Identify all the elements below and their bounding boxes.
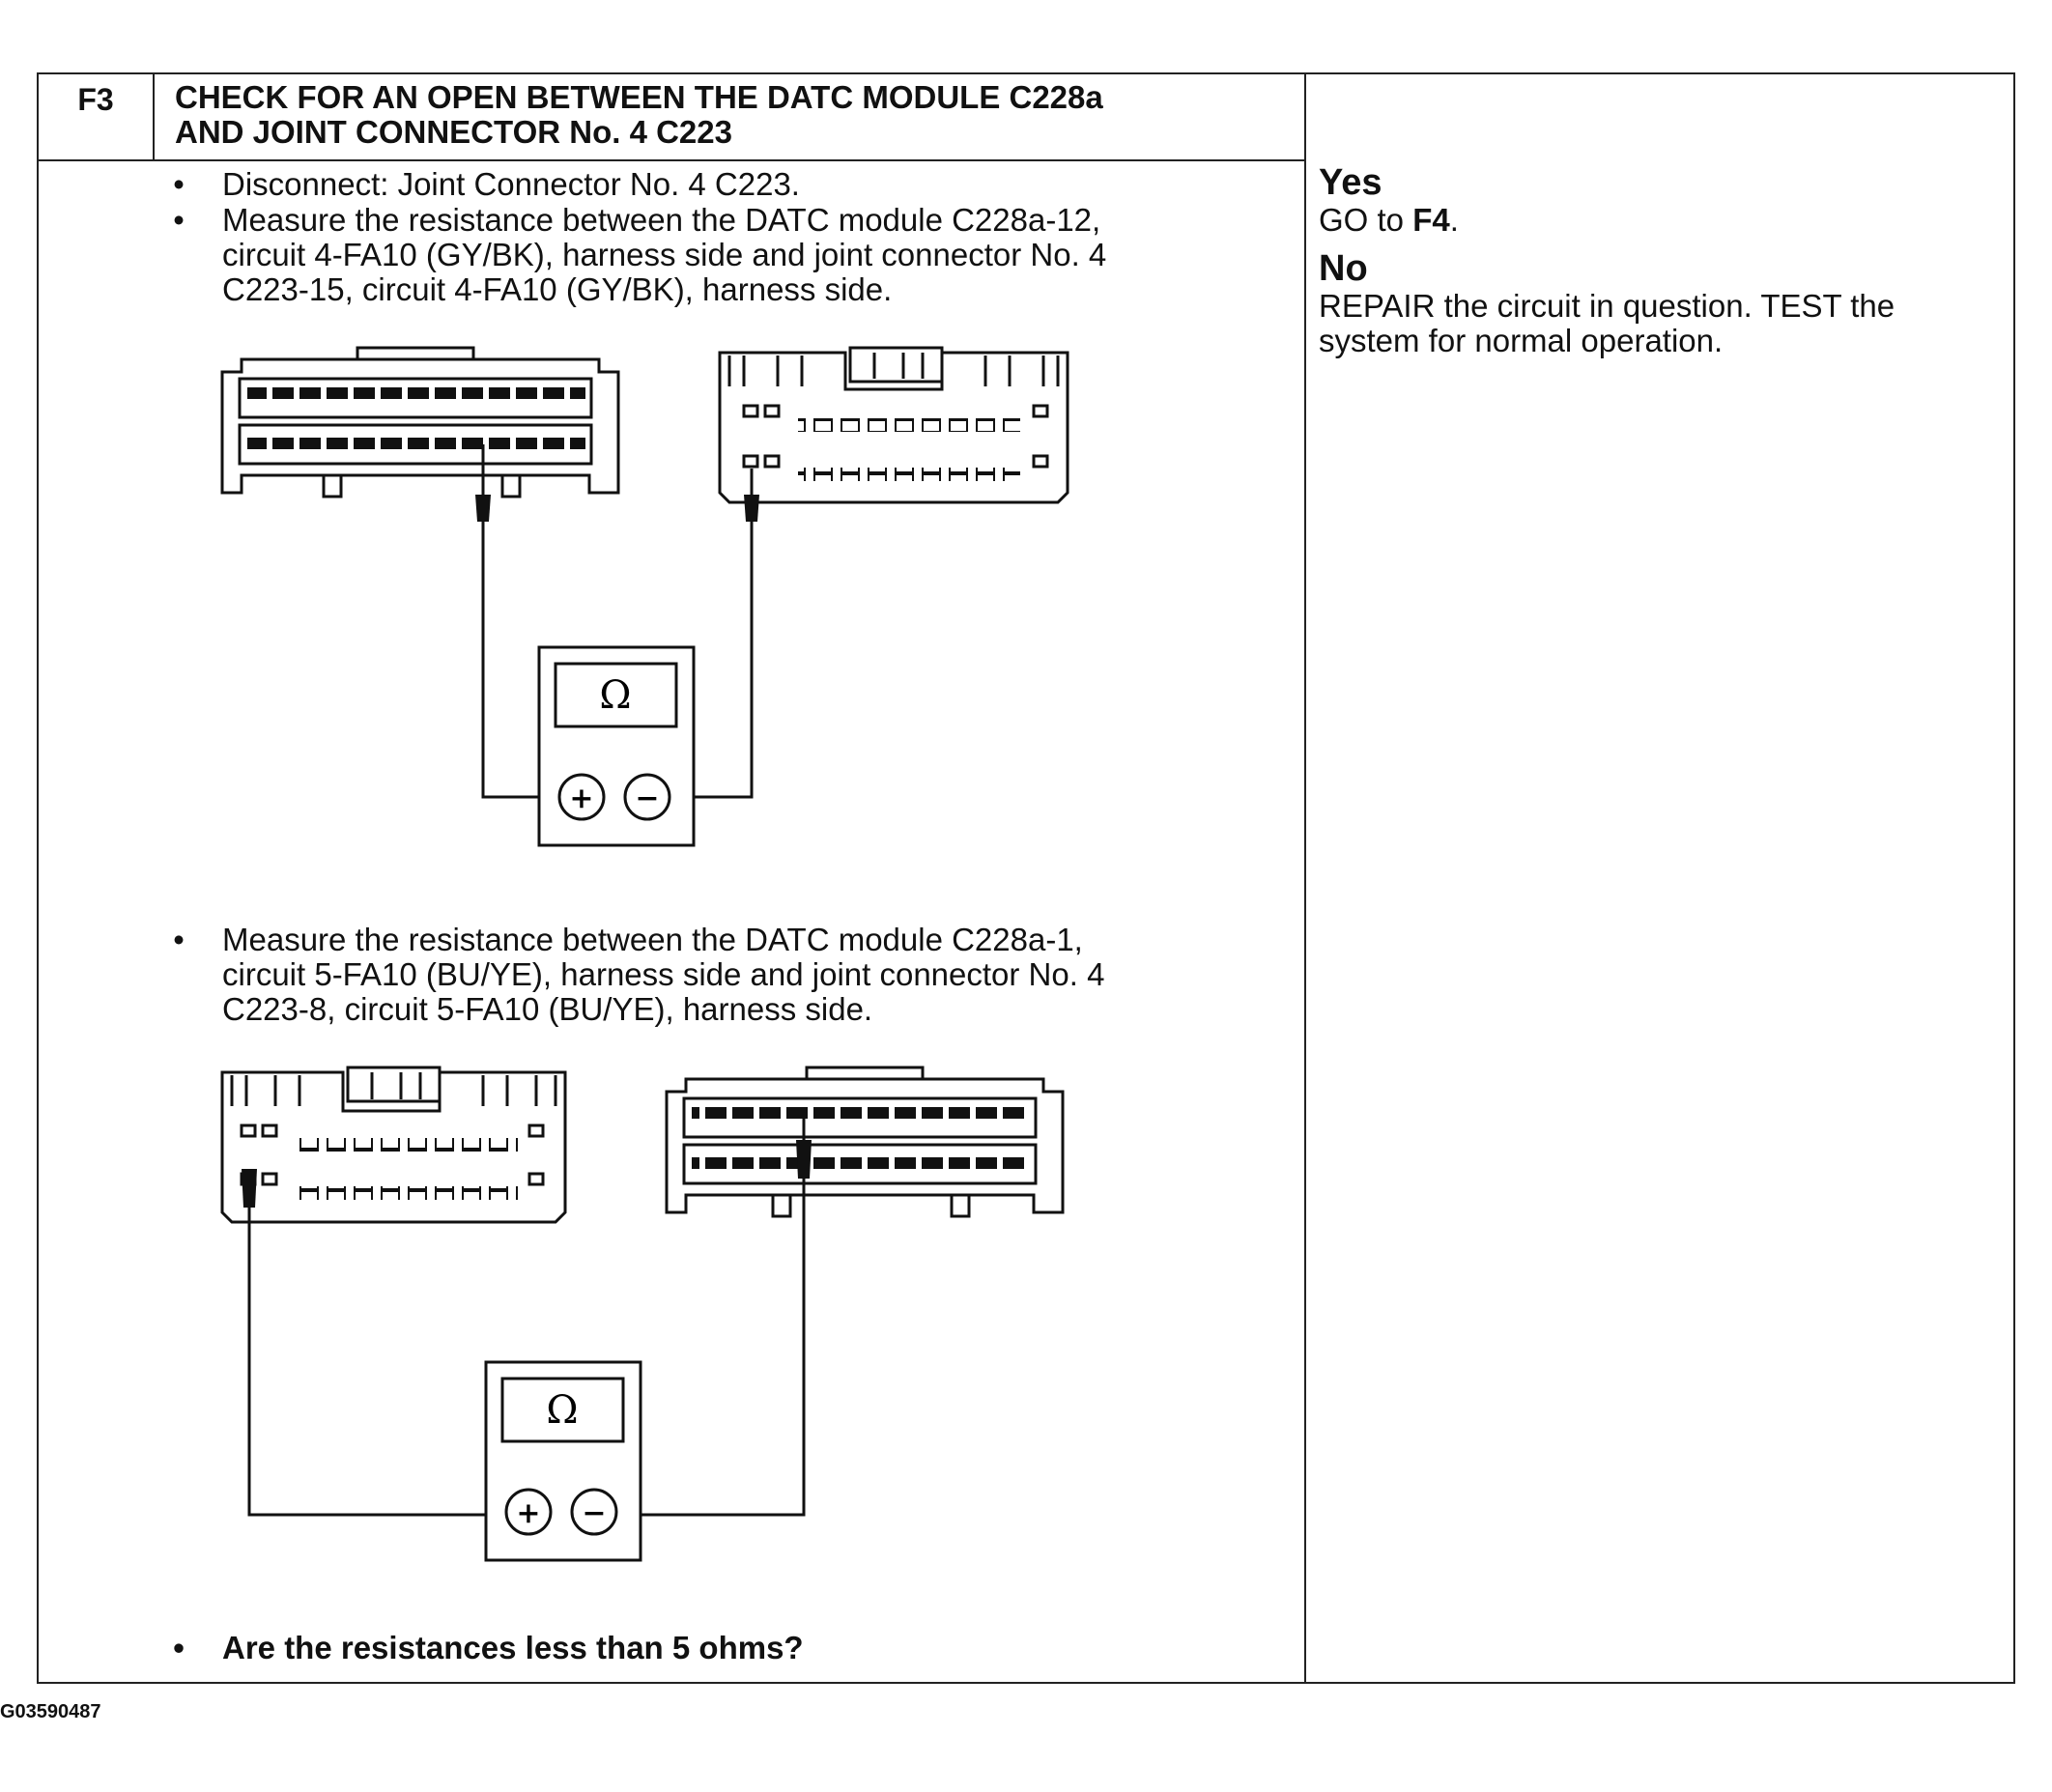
question-text: Are the resistances less than 5 ohms? bbox=[222, 1630, 804, 1665]
instruction-line: C223-15, circuit 4-FA10 (GY/BK), harness… bbox=[222, 271, 893, 307]
column-divider bbox=[1304, 72, 1306, 1684]
yes-action: GO to F4. bbox=[1319, 203, 2014, 238]
pin-row bbox=[798, 418, 1020, 432]
probe-tip bbox=[475, 495, 491, 522]
pin-row bbox=[296, 1186, 518, 1200]
pin-row bbox=[692, 1107, 1030, 1119]
bullet: • bbox=[173, 166, 185, 202]
pin-row bbox=[798, 468, 1020, 481]
table-border-top bbox=[37, 72, 2015, 74]
test-leads bbox=[247, 1111, 806, 1517]
probe-tip bbox=[796, 1140, 812, 1179]
instruction-line: circuit 4-FA10 (GY/BK), harness side and… bbox=[222, 237, 1107, 272]
header-row-divider bbox=[37, 159, 1306, 161]
connector-c223 bbox=[665, 1066, 1065, 1218]
ohm-symbol: Ω bbox=[599, 673, 631, 718]
plus-terminal-label: + bbox=[516, 1496, 540, 1530]
yes-action-suffix: . bbox=[1449, 202, 1459, 238]
pin-row bbox=[247, 438, 585, 449]
instruction-line: circuit 5-FA10 (BU/YE), harness side and… bbox=[222, 956, 1105, 992]
minus-terminal-label: − bbox=[635, 782, 659, 815]
no-action-line: system for normal operation. bbox=[1319, 323, 1724, 358]
step-title: CHECK FOR AN OPEN BETWEEN THE DATC MODUL… bbox=[175, 80, 1286, 150]
instruction-line: Disconnect: Joint Connector No. 4 C223. bbox=[222, 166, 800, 202]
bullet: • bbox=[173, 922, 185, 957]
no-label: No bbox=[1319, 248, 1368, 289]
step-id-divider bbox=[153, 72, 155, 161]
bullet: • bbox=[173, 1630, 185, 1665]
ohmmeter bbox=[484, 1360, 642, 1562]
pin-row bbox=[296, 1138, 518, 1152]
yes-action-prefix: GO to bbox=[1319, 202, 1413, 238]
no-action: REPAIR the circuit in question. TEST the… bbox=[1319, 289, 2014, 358]
no-action-line: REPAIR the circuit in question. TEST the bbox=[1319, 288, 1895, 324]
probe-tip bbox=[242, 1169, 257, 1208]
step-id: F3 bbox=[77, 82, 114, 117]
test-leads bbox=[481, 444, 754, 799]
yes-label: Yes bbox=[1319, 162, 1382, 203]
table-border-bottom bbox=[37, 1682, 2015, 1684]
table-border-left bbox=[37, 72, 39, 1684]
ohm-symbol: Ω bbox=[546, 1388, 578, 1433]
step-title-line: AND JOINT CONNECTOR No. 4 C223 bbox=[175, 114, 732, 150]
plus-terminal-label: + bbox=[569, 782, 593, 815]
minus-terminal-label: − bbox=[582, 1496, 606, 1530]
table-border-right bbox=[2013, 72, 2015, 1684]
pin-row bbox=[692, 1157, 1030, 1169]
instruction-line: C223-8, circuit 5-FA10 (BU/YE), harness … bbox=[222, 991, 873, 1027]
instruction-line: Measure the resistance between the DATC … bbox=[222, 922, 1083, 957]
step-title-line: CHECK FOR AN OPEN BETWEEN THE DATC MODUL… bbox=[175, 79, 1103, 115]
probe-tip bbox=[744, 495, 759, 522]
ohmmeter bbox=[537, 645, 696, 847]
yes-action-link[interactable]: F4 bbox=[1412, 202, 1450, 238]
bullet: • bbox=[173, 202, 185, 238]
pin-row bbox=[247, 387, 585, 399]
figure-id: G03590487 bbox=[0, 1701, 101, 1722]
instruction-line: Measure the resistance between the DATC … bbox=[222, 202, 1101, 238]
connector-c228a bbox=[220, 346, 620, 498]
